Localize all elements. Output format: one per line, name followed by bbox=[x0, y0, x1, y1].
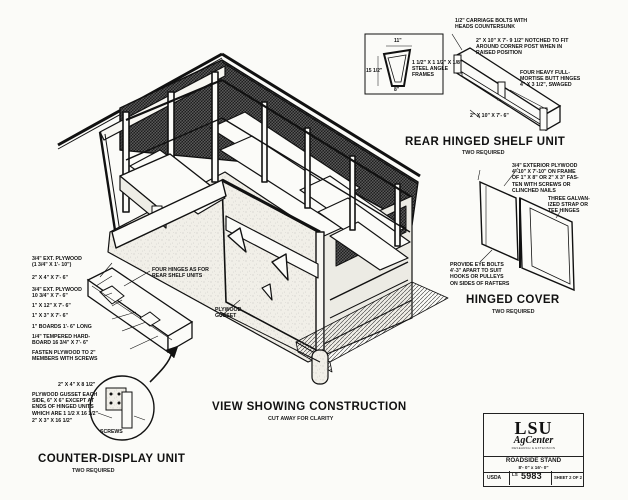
dim-detail-top: 11" bbox=[394, 38, 402, 44]
title-counter-display: COUNTER-DISPLAY UNIT bbox=[38, 453, 186, 465]
plan-number: 5983 bbox=[521, 471, 542, 481]
label-frame-2x4: 2" x 4" x 7'- 6" bbox=[32, 275, 69, 281]
label-board-1x12: 1" x 12" x 7'- 6" bbox=[32, 303, 71, 309]
logo-agcenter-text: AgCenter bbox=[513, 435, 554, 446]
label-shelf-board: 2" x 10" x 7'- 6" bbox=[470, 113, 509, 119]
title-hinged-cover: HINGED COVER bbox=[466, 294, 560, 306]
foundation-pier bbox=[311, 349, 329, 385]
label-post-2x4: 2" x 4" x 8 1/2" bbox=[58, 382, 96, 388]
label-notched-post: 2" x 10" x 7'- 9 1/2" NOTCHED TO FIT ARO… bbox=[476, 38, 569, 57]
title-block-divider bbox=[509, 471, 510, 485]
frame-posts bbox=[122, 71, 401, 247]
label-steel-angle: 1 1/2" x 1 1/2" x 1/8" STEEL ANGLE FRAME… bbox=[412, 60, 463, 79]
drawing-title: ROADSIDE STAND bbox=[505, 457, 562, 464]
subtitle-counter-display: TWO REQUIRED bbox=[72, 468, 115, 474]
drawing-size: 8'- 0" x 16'- 0" bbox=[484, 465, 583, 473]
counter-display-drawing bbox=[86, 267, 194, 383]
label-board-1x3: 1" x 3" x 7'- 6" bbox=[32, 313, 69, 319]
dim-detail-bottom: 8" bbox=[394, 87, 400, 93]
plan-code: LS bbox=[512, 472, 518, 477]
leader-lines bbox=[95, 89, 561, 421]
hinged-cover-drawing bbox=[477, 169, 575, 292]
label-butt-hinges: FOUR HEAVY FULL- MORTISE BUTT HINGES 4" … bbox=[520, 70, 581, 89]
title-main-view: VIEW SHOWING CONSTRUCTION bbox=[212, 401, 407, 413]
label-eye-bolts: PROVIDE EYE BOLTS 4'-3" APART TO SUIT HO… bbox=[450, 262, 510, 287]
agcenter-logo: LSU AgCenter RESEARCH & EXTENSION bbox=[484, 414, 583, 457]
title-block: LSU AgCenter RESEARCH & EXTENSION ROADSI… bbox=[483, 413, 584, 487]
organization-label: USDA bbox=[487, 475, 502, 481]
dim-detail-side: 15 1/2" bbox=[366, 68, 383, 74]
rear-shelf-detail-box bbox=[364, 33, 444, 95]
label-gusset-note: PLYWOOD GUSSET EACH SIDE, 6" x 6" EXCEPT… bbox=[32, 392, 98, 417]
label-strap-hinges: THREE GALVAN- IZED STRAP OR TEE HINGES bbox=[548, 196, 590, 215]
label-screws: SCREWS bbox=[100, 429, 123, 435]
logo-lsu-text: LSU bbox=[514, 418, 553, 438]
sheet-number: SHEET 2 OF 2 bbox=[554, 475, 582, 480]
counter-gusset-detail bbox=[89, 375, 155, 441]
label-ext-plywood-2: 3/4" EXT. PLYWOOD 10 3/4" x 7'- 6" bbox=[32, 287, 82, 300]
label-base-2x3: 2" x 3" x 16 1/2" bbox=[32, 418, 73, 424]
main-construction-view bbox=[57, 52, 449, 385]
rear-shelf-unit-drawing bbox=[451, 33, 562, 132]
label-four-hinges: FOUR HINGES AS FOR REAR SHELF UNITS bbox=[152, 267, 209, 280]
title-rear-shelf: REAR HINGED SHELF UNIT bbox=[405, 136, 566, 148]
title-block-divider bbox=[551, 471, 552, 485]
label-hardboard: 1/4" TEMPERED HARD- BOARD 16 3/4" x 7'- … bbox=[32, 334, 91, 347]
subtitle-rear-shelf: TWO REQUIRED bbox=[462, 150, 505, 156]
subtitle-hinged-cover: TWO REQUIRED bbox=[492, 309, 535, 315]
label-ext-plywood-1: 3/4" EXT. PLYWOOD (1 3/4" x 1'- 10") bbox=[32, 256, 82, 269]
label-boards-long: 1" BOARDS 1'- 6" LONG bbox=[32, 324, 92, 330]
logo-tagline: RESEARCH & EXTENSION bbox=[511, 446, 556, 450]
label-fasten-plywood: FASTEN PLYWOOD TO 2" MEMBERS WITH SCREWS bbox=[32, 350, 98, 363]
label-exterior-plywood: 3/4" EXTERIOR PLYWOOD 4'-10" x 7'-10" ON… bbox=[512, 163, 579, 194]
label-carriage-bolts: 1/2" CARRIAGE BOLTS WITH HEADS COUNTERSU… bbox=[455, 18, 528, 31]
subtitle-main-view: CUT AWAY FOR CLARITY bbox=[268, 416, 334, 422]
label-plywood-gusset: PLYWOOD GUSSET bbox=[215, 307, 242, 320]
